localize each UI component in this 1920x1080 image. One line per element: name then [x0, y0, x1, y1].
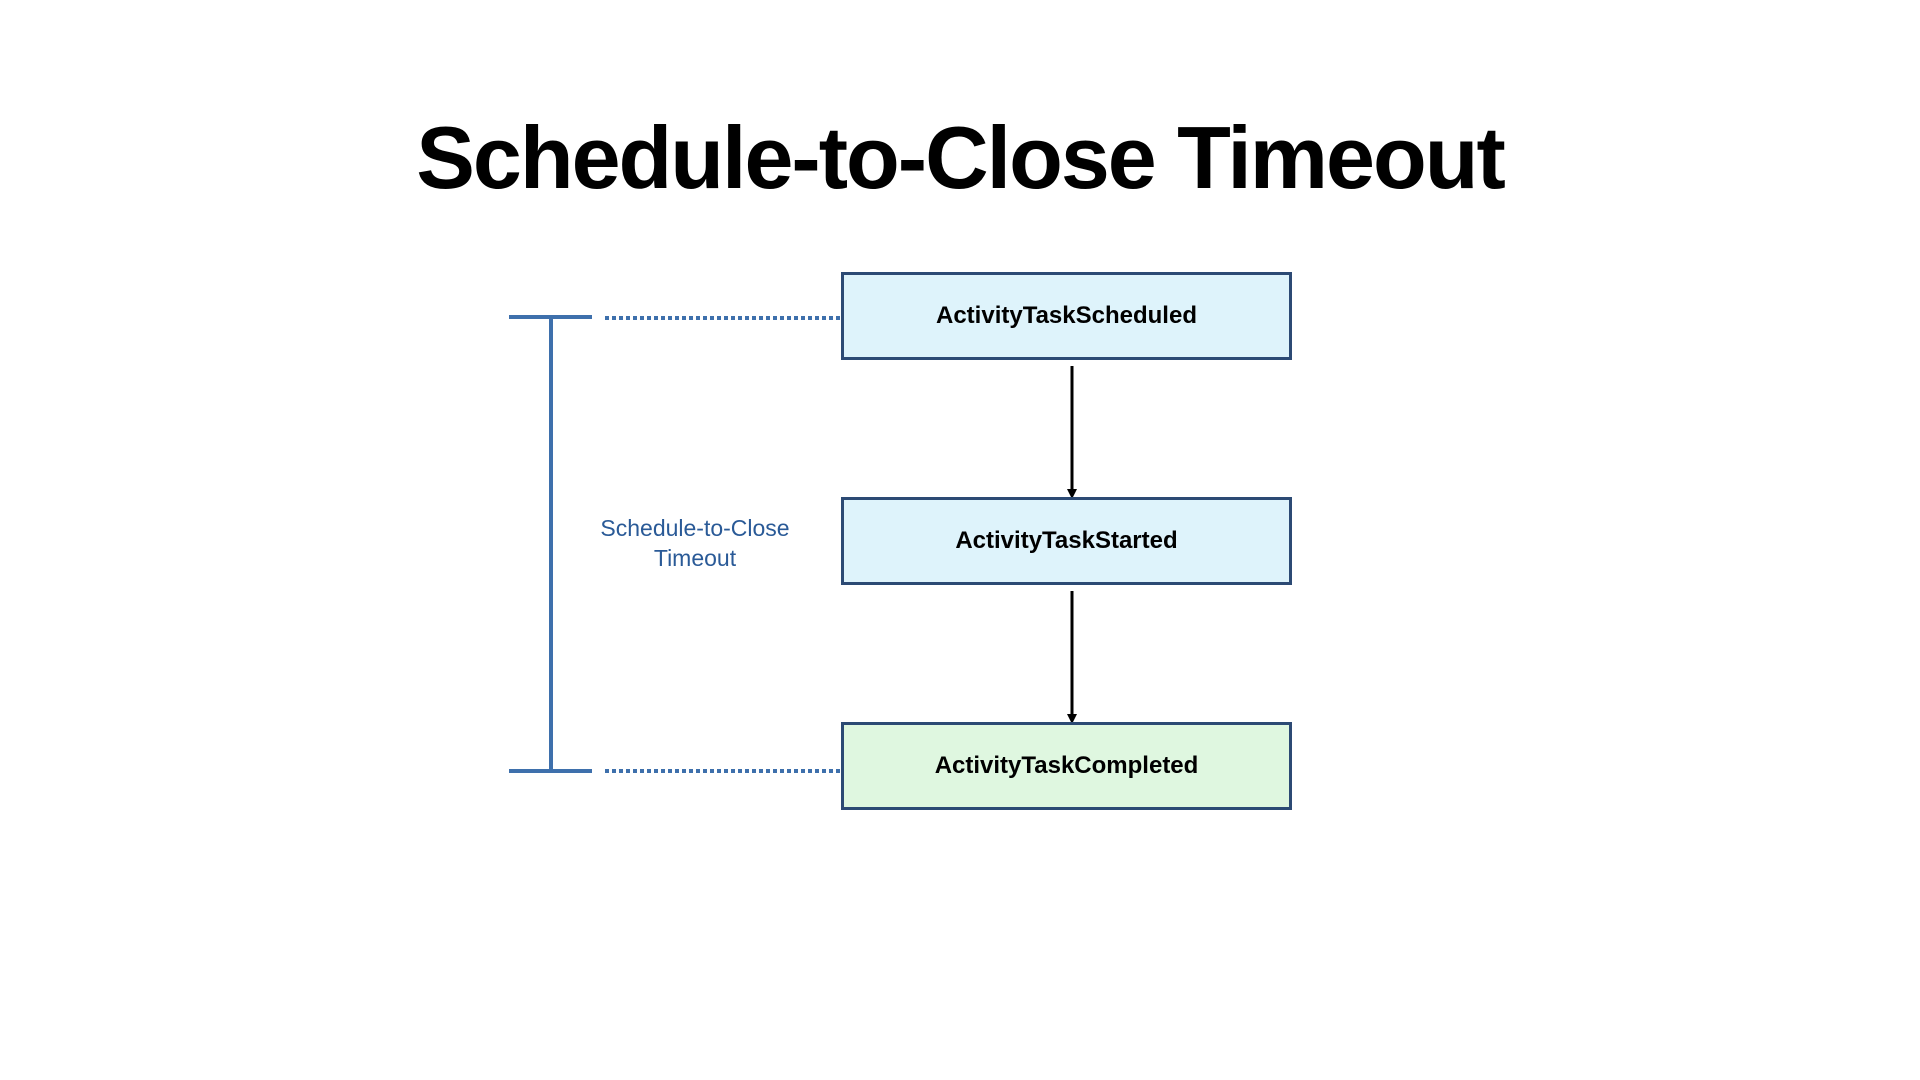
event-label-started: ActivityTaskStarted [955, 527, 1178, 554]
timeout-label: Schedule-to-Close Timeout [575, 513, 815, 573]
event-box-completed: ActivityTaskCompleted [841, 722, 1292, 810]
event-box-started: ActivityTaskStarted [841, 497, 1292, 585]
slide-title: Schedule-to-Close Timeout [416, 108, 1506, 207]
event-label-scheduled: ActivityTaskScheduled [936, 302, 1197, 329]
timeout-label-line1: Schedule-to-Close [600, 515, 790, 541]
event-label-completed: ActivityTaskCompleted [934, 752, 1199, 779]
timeout-bracket [509, 315, 592, 773]
event-box-scheduled: ActivityTaskScheduled [841, 272, 1292, 360]
timeout-label-line2: Timeout [653, 545, 737, 571]
